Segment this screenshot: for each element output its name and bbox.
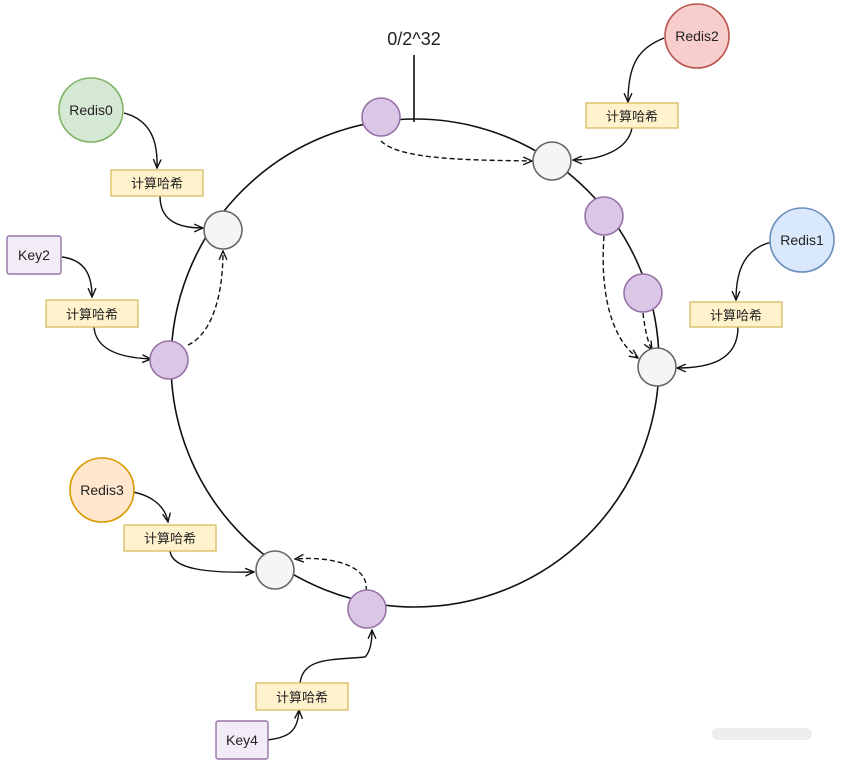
- key-node: [347, 589, 387, 629]
- hash-label: 计算哈希: [144, 532, 196, 547]
- watermark-smudge: [712, 728, 812, 740]
- dashed-arrow-top: [380, 140, 532, 161]
- hash-box-key2: 计算哈希: [45, 299, 139, 328]
- server-label: Redis3: [80, 482, 124, 498]
- hash-label: 计算哈希: [710, 309, 762, 324]
- dashed-arrow-right-b: [642, 312, 652, 350]
- arrow-key4-hash: [265, 710, 299, 741]
- key-label: Key4: [226, 732, 258, 748]
- key-box-key2: Key2: [6, 235, 62, 275]
- hash-box-redis0: 计算哈希: [110, 169, 204, 197]
- arrow-hash-key4node: [299, 630, 372, 685]
- key-box-key4: Key4: [215, 720, 269, 760]
- key-node: [623, 273, 663, 313]
- key-node: [149, 340, 189, 380]
- hash-label: 计算哈希: [131, 177, 183, 192]
- server-label: Redis2: [675, 28, 719, 44]
- server-node-redis1: [637, 347, 677, 387]
- arrow-key2-hash: [61, 256, 92, 297]
- dashed-arrow-right-a: [602, 235, 638, 358]
- hash-box-key4: 计算哈希: [255, 682, 349, 711]
- ring-key-nodes: [149, 97, 663, 629]
- hash-box-redis3: 计算哈希: [123, 524, 217, 552]
- server-redis1: Redis1: [769, 207, 835, 273]
- arrow-redis1-hash: [736, 241, 773, 300]
- hash-box-redis2: 计算哈希: [585, 102, 679, 129]
- ring-server-nodes: [203, 141, 677, 590]
- server-node-redis3: [255, 550, 295, 590]
- arrow-hash-redis0node: [159, 195, 203, 228]
- arrow-hash-redis3node: [169, 550, 254, 572]
- arrow-hash-redis1node: [677, 326, 739, 368]
- key-label: Key2: [18, 247, 50, 263]
- server-redis2: Redis2: [664, 3, 730, 69]
- server-redis0: Redis0: [58, 77, 124, 143]
- dashed-arrow-left: [187, 251, 223, 346]
- server-label: Redis0: [69, 102, 113, 118]
- server-label: Redis1: [780, 232, 824, 248]
- server-node-redis0: [203, 210, 243, 250]
- hash-ring: [170, 118, 660, 608]
- ring-origin-label: 0/2^32: [387, 29, 441, 49]
- key-node: [361, 97, 401, 137]
- arrow-redis2-hash: [628, 37, 665, 102]
- hash-label: 计算哈希: [66, 308, 118, 323]
- server-node-redis2: [532, 141, 572, 181]
- dashed-arrow-bottom: [295, 558, 367, 592]
- hash-label: 计算哈希: [606, 110, 658, 125]
- arrow-hash-redis2node: [573, 127, 633, 160]
- server-redis3: Redis3: [69, 457, 135, 523]
- key-node: [584, 196, 624, 236]
- hash-label: 计算哈希: [276, 691, 328, 706]
- arrow-hash-key2node: [93, 326, 151, 359]
- hash-box-redis1: 计算哈希: [689, 301, 783, 328]
- arrow-redis0-hash: [123, 112, 157, 168]
